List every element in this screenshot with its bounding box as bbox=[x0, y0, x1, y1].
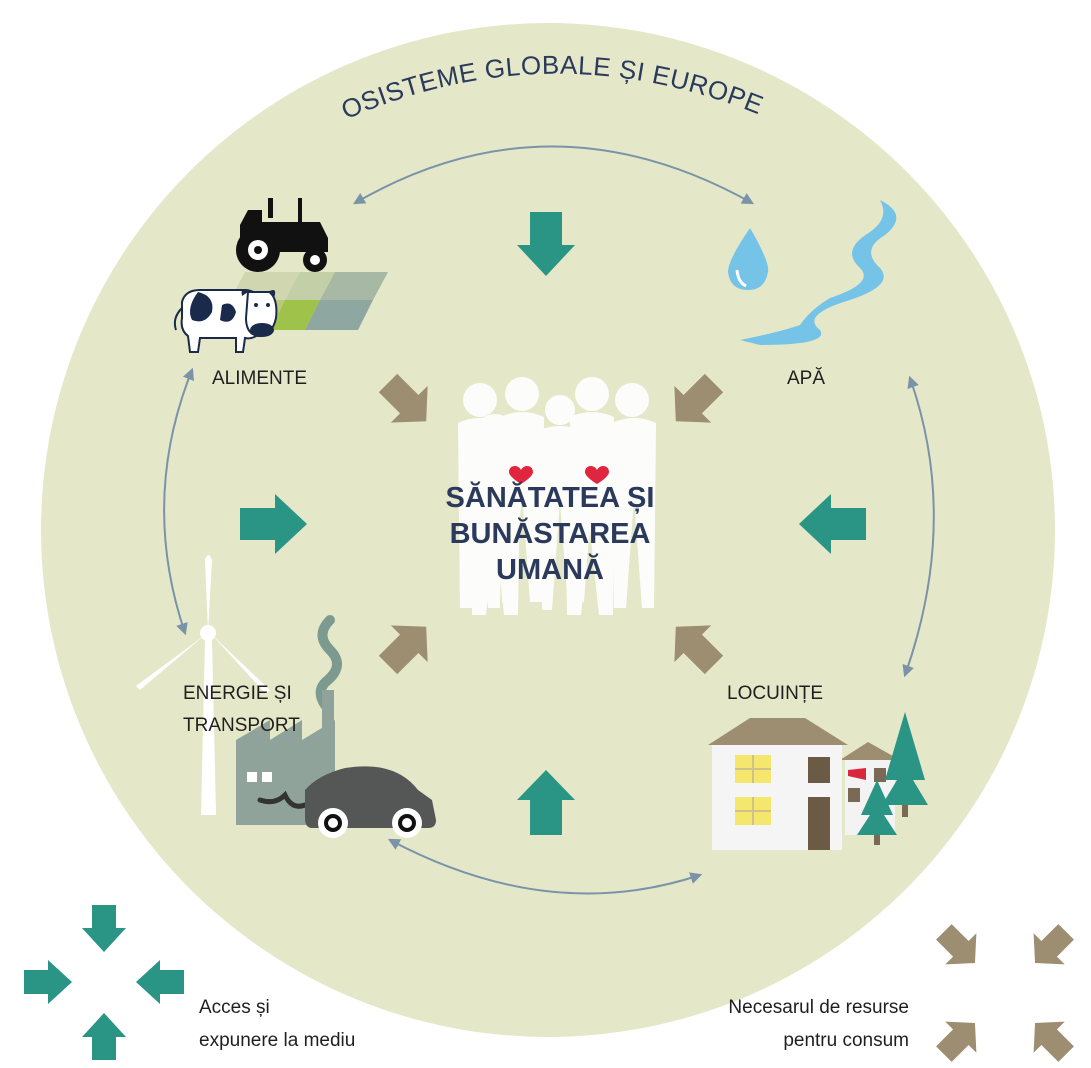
legend-access-line1: Acces și bbox=[199, 997, 270, 1018]
connector-food-water bbox=[352, 145, 755, 205]
connector-energy-housing bbox=[387, 838, 703, 895]
water-drop-icon bbox=[728, 228, 769, 290]
tractor-icon bbox=[236, 198, 328, 272]
resource-arrows bbox=[378, 373, 724, 675]
house-icon bbox=[708, 718, 900, 850]
cow-icon bbox=[173, 289, 278, 353]
center-title: SĂNĂTATEA ȘI BUNĂSTAREA UMANĂ bbox=[400, 480, 700, 588]
connector-water-housing bbox=[902, 375, 935, 678]
label-food: ALIMENTE bbox=[212, 368, 308, 389]
legend-access-arrows bbox=[24, 905, 184, 1060]
arrow-right-left bbox=[240, 494, 307, 554]
center-title-line1: SĂNĂTATEA ȘI bbox=[445, 482, 655, 514]
label-housing: LOCUINȚE bbox=[727, 683, 824, 704]
access-arrows bbox=[240, 212, 866, 835]
arrow-down-top bbox=[517, 212, 575, 276]
connectors bbox=[163, 145, 935, 895]
car-icon bbox=[257, 766, 436, 838]
label-energy-line1: ENERGIE ȘI bbox=[183, 683, 292, 704]
arrow-left-right bbox=[799, 494, 866, 554]
label-water: APĂ bbox=[787, 368, 826, 389]
center-title-line2: BUNĂSTAREA bbox=[449, 518, 651, 550]
wind-turbine-icon bbox=[136, 555, 270, 815]
legend-resources-line2: pentru consum bbox=[783, 1030, 909, 1051]
legend-resources-line1: Necesarul de resurse bbox=[728, 997, 909, 1018]
legend-resource-arrows bbox=[936, 924, 1074, 1062]
legend-access-line2: expunere la mediu bbox=[199, 1030, 356, 1051]
connector-food-energy bbox=[163, 367, 195, 636]
heart-icon bbox=[509, 466, 609, 484]
tree-icon bbox=[857, 712, 928, 845]
people-icon bbox=[458, 377, 656, 615]
center-title-line3: UMANĂ bbox=[496, 554, 604, 586]
arrow-up-bottom bbox=[517, 770, 575, 835]
river-icon bbox=[740, 200, 897, 345]
label-energy-line2: TRANSPORT bbox=[183, 715, 300, 736]
